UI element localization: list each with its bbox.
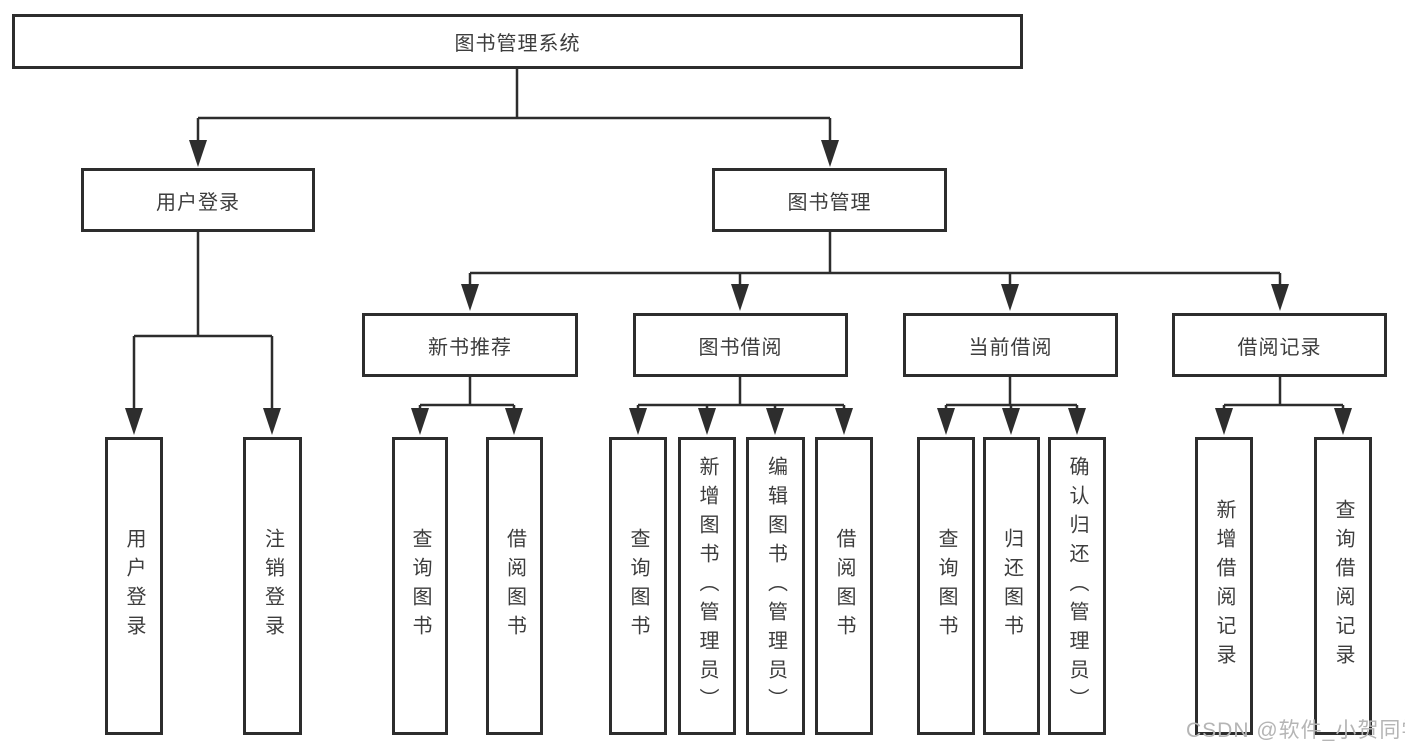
- node-library-system: 图书管理系统: [12, 14, 1023, 69]
- leaf-borrowing-query-books: 查询图书: [609, 437, 667, 735]
- leaf-label: 新增图书（管理员）: [696, 455, 718, 717]
- node-new-book-recommend: 新书推荐: [362, 313, 578, 377]
- leaf-label: 查询图书: [409, 528, 431, 644]
- leaf-recommend-borrow-books: 借阅图书: [486, 437, 543, 735]
- node-book-borrowing: 图书借阅: [633, 313, 848, 377]
- leaf-borrowing-add-books-admin: 新增图书（管理员）: [678, 437, 736, 735]
- leaf-label: 注销登录: [261, 528, 284, 644]
- node-current-borrowing: 当前借阅: [903, 313, 1118, 377]
- leaf-label: 查询借阅记录: [1332, 499, 1354, 673]
- leaf-records-query-record: 查询借阅记录: [1314, 437, 1372, 735]
- leaf-logout: 注销登录: [243, 437, 302, 735]
- leaf-borrowing-borrow-books: 借阅图书: [815, 437, 873, 735]
- leaf-label: 借阅图书: [503, 528, 526, 644]
- leaf-records-add-record: 新增借阅记录: [1195, 437, 1253, 735]
- leaf-label: 编辑图书（管理员）: [764, 455, 787, 717]
- node-user-login: 用户登录: [81, 168, 315, 232]
- leaf-current-return-books: 归还图书: [983, 437, 1040, 735]
- node-borrowing-records: 借阅记录: [1172, 313, 1387, 377]
- leaf-label: 确认归还（管理员）: [1066, 455, 1088, 717]
- csdn-watermark: CSDN @软件_小贺同学: [1186, 719, 1405, 742]
- leaf-label: 查询图书: [627, 528, 649, 644]
- leaf-borrowing-edit-books-admin: 编辑图书（管理员）: [746, 437, 805, 735]
- leaf-label: 用户登录: [123, 528, 145, 644]
- leaf-label: 归还图书: [1000, 528, 1023, 644]
- leaf-user-login: 用户登录: [105, 437, 163, 735]
- leaf-label: 新增借阅记录: [1213, 499, 1235, 673]
- leaf-label: 查询图书: [935, 528, 957, 644]
- leaf-recommend-query-books: 查询图书: [392, 437, 448, 735]
- node-book-management: 图书管理: [712, 168, 947, 232]
- leaf-current-query-books: 查询图书: [917, 437, 975, 735]
- leaf-label: 借阅图书: [833, 528, 855, 644]
- leaf-current-confirm-return-admin: 确认归还（管理员）: [1048, 437, 1106, 735]
